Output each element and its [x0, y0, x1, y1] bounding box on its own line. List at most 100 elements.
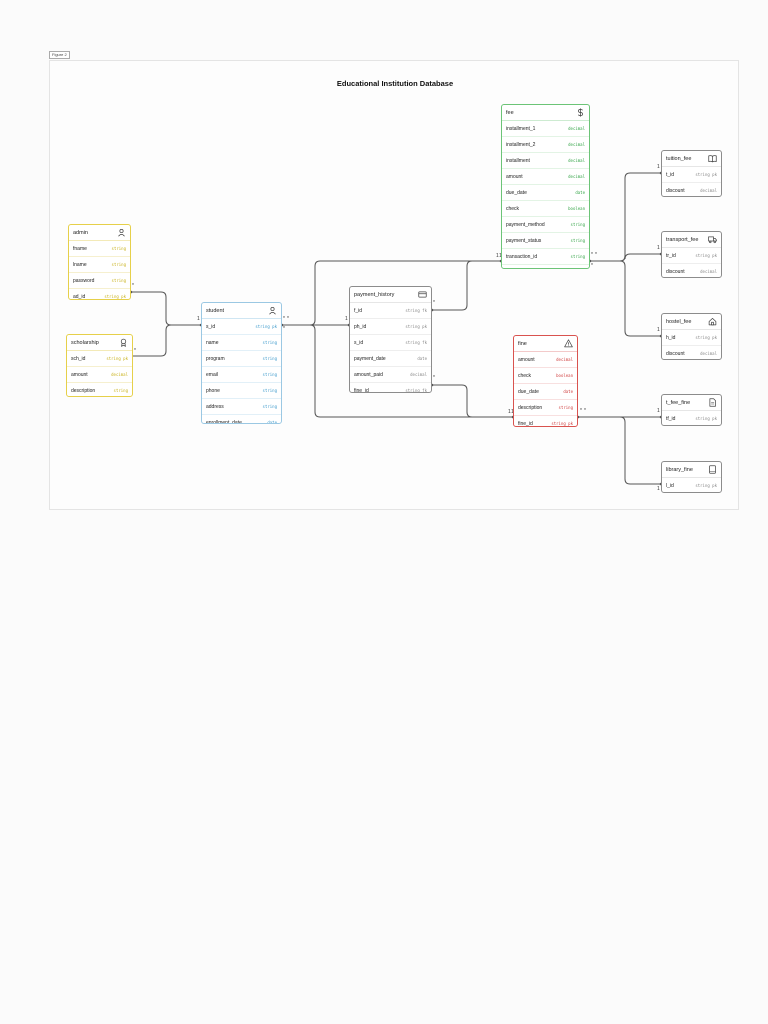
field-name: enrollment_date [206, 419, 242, 424]
entity-header: library_fine [662, 462, 721, 478]
card-student-many-b: * [283, 316, 285, 322]
card-fee-many-c: * [591, 263, 593, 269]
entity-title: payment_history [354, 291, 395, 298]
field-name: description [71, 387, 96, 394]
link-payment-history-fine [432, 384, 513, 418]
field-type: string pk [104, 294, 126, 299]
field-type: string pk [255, 324, 277, 329]
card-ph-many-b: * [433, 375, 435, 381]
field-name: check [506, 205, 520, 212]
warning-icon [564, 339, 573, 348]
dollar-icon [577, 108, 583, 117]
entity-title: fine [518, 340, 527, 347]
field-name: installment_1 [506, 125, 536, 132]
field-name: amount [71, 371, 88, 378]
entity-title: admin [73, 229, 88, 236]
entity-header: t_fee_fine [662, 395, 721, 411]
link-scholarship-student [131, 324, 201, 357]
card-ph-many-a: * [433, 300, 435, 306]
field-name: discount [666, 187, 685, 194]
field-type: string pk [551, 421, 573, 426]
entity-title: transport_fee [666, 236, 699, 243]
card-fee-many-b: * [595, 252, 597, 258]
field-name: amount [518, 356, 535, 363]
field-name: f_id [354, 307, 363, 314]
card-fine-one-a: 1 [508, 409, 511, 415]
field-type: decimal [568, 126, 585, 131]
field-type: string [262, 404, 277, 409]
card-fee-one-a: 1 [496, 253, 499, 259]
field-name: discount [666, 350, 685, 357]
field-name: description [518, 404, 543, 411]
field-type: string [262, 356, 277, 361]
link-fine-library-fine [578, 416, 661, 485]
field-name: tr_id [666, 252, 676, 259]
entity-header: fee [502, 105, 589, 121]
field-type: string [558, 405, 573, 410]
field-type: string [570, 238, 585, 243]
field-name: h_id [666, 334, 676, 341]
field-name: payment_status [506, 237, 542, 244]
field-type: string [570, 222, 585, 227]
field-type: decimal [111, 372, 128, 377]
field-name: amount [506, 173, 523, 180]
field-name: name [206, 339, 219, 346]
document-icon [709, 398, 716, 407]
field-name: ph_id [354, 323, 367, 330]
field-type: string [111, 246, 126, 251]
field-type: decimal [700, 188, 717, 193]
field-name: fine_id [354, 387, 369, 393]
field-row: description string [67, 383, 132, 396]
field-name: transaction_id [506, 253, 538, 260]
entity-title: library_fine [666, 466, 693, 473]
field-type: date [417, 356, 427, 361]
field-row: amount decimal [67, 367, 132, 383]
field-name: fine_id [518, 420, 533, 427]
field-type: string [262, 372, 277, 377]
book-icon [708, 155, 717, 163]
field-type: date [563, 389, 573, 394]
truck-icon [708, 236, 717, 244]
field-type: string pk [695, 253, 717, 258]
card-fee-many-a: * [591, 252, 593, 258]
field-row: fine_id string pk [514, 416, 577, 427]
card-student-many-c: * [287, 316, 289, 322]
link-student-fine [282, 324, 513, 418]
field-type: date [267, 420, 277, 424]
entity-title: student [206, 307, 225, 314]
field-name: check [518, 372, 532, 379]
entity-header: student [202, 303, 281, 319]
card-student-one-a: 1 [197, 316, 200, 322]
field-type: string [113, 388, 128, 393]
